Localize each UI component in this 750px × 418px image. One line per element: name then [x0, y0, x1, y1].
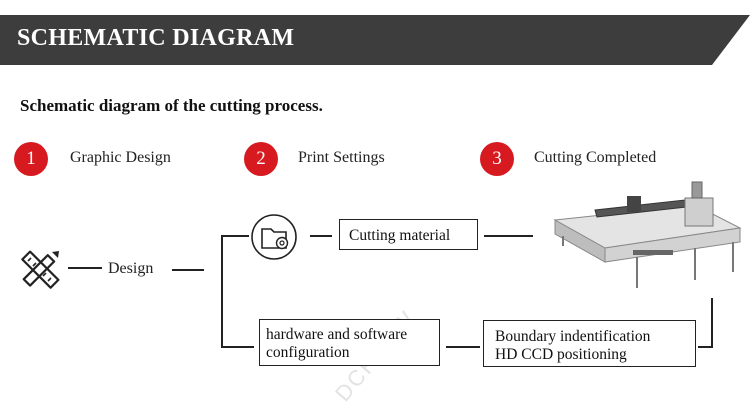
step-1-label: Graphic Design: [70, 149, 171, 166]
step-2-badge: 2: [244, 142, 278, 176]
hardware-line-2: configuration: [266, 344, 350, 361]
folder-settings-icon: [250, 213, 298, 266]
hardware-software-box: hardware and software configuration: [259, 319, 440, 366]
step-1-badge: 1: [14, 142, 48, 176]
ruler-pencil-icon: [16, 246, 64, 299]
boundary-ccd-box: Boundary indentification HD CCD position…: [483, 320, 696, 367]
banner-title: SCHEMATIC DIAGRAM: [17, 25, 295, 51]
boundary-line-2: HD CCD positioning: [495, 346, 627, 363]
banner-shape: [0, 15, 750, 65]
cutting-material-label: Cutting material: [349, 227, 451, 244]
header-banner: SCHEMATIC DIAGRAM: [0, 15, 750, 65]
hardware-line-1: hardware and software: [266, 326, 408, 343]
design-label: Design: [108, 260, 154, 277]
cutting-material-box: Cutting material: [339, 219, 478, 250]
cutting-machine-icon: [545, 180, 745, 300]
step-3-label: Cutting Completed: [534, 149, 657, 166]
page-subtitle: Schematic diagram of the cutting process…: [20, 96, 323, 115]
step-3-badge: 3: [480, 142, 514, 176]
step-2-label: Print Settings: [298, 149, 385, 166]
boundary-line-1: Boundary indentification: [495, 328, 651, 345]
